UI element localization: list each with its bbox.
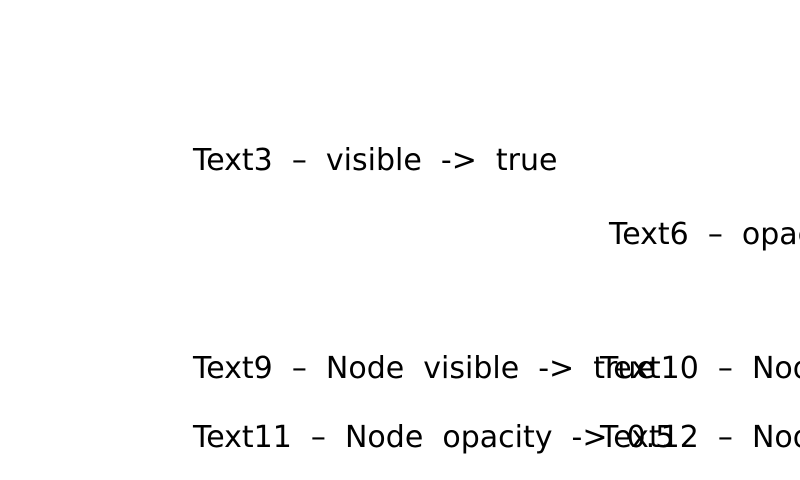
text-label-text9[interactable]: Text9 – Node visible -> true xyxy=(193,351,655,386)
text-label-text6[interactable]: Text6 – opacity -> 0.5 xyxy=(609,217,800,252)
text-label-text12[interactable]: Text12 – Node opacity -> 1.0 xyxy=(600,420,800,455)
text-label-text3[interactable]: Text3 – visible -> true xyxy=(193,143,558,178)
text-label-text10[interactable]: Text10 – Node visible -> false xyxy=(600,351,800,386)
text-label-text11[interactable]: Text11 – Node opacity -> 0.5 xyxy=(193,420,675,455)
